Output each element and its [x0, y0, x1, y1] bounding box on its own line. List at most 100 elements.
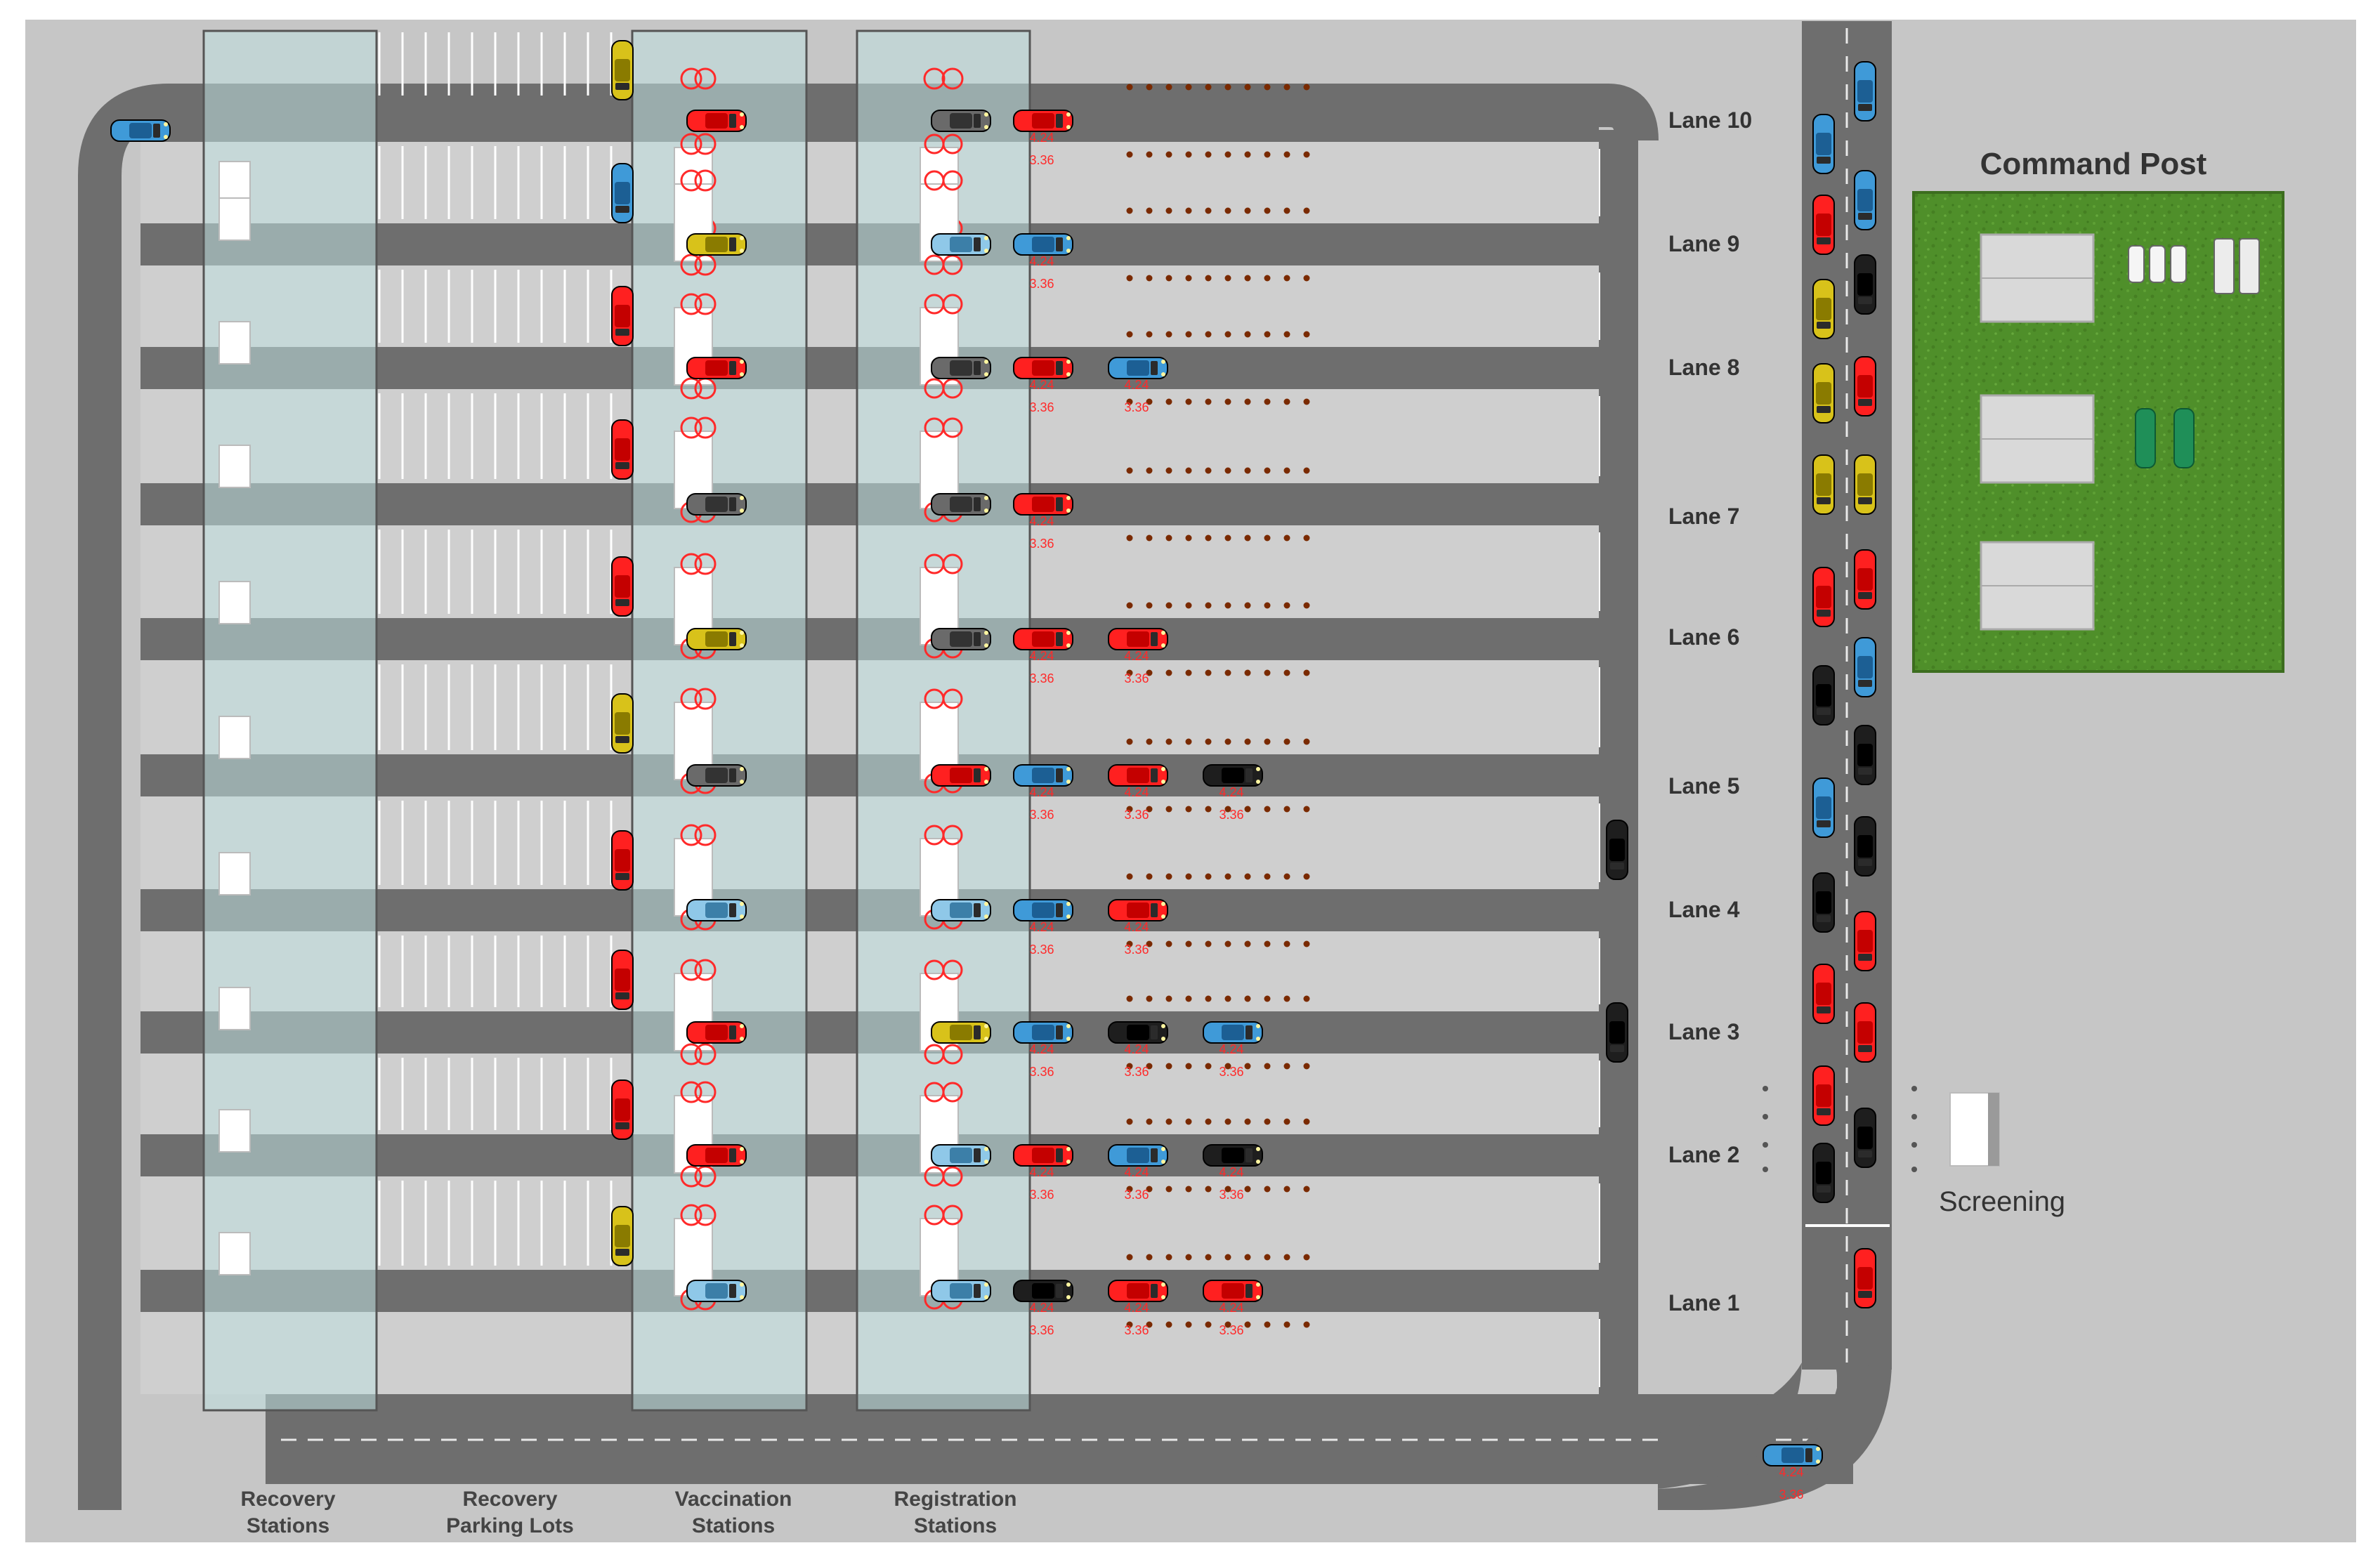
car: 4.24 3.36 — [1108, 764, 1168, 822]
station-zones — [202, 29, 1031, 1412]
car-tag-top: 4.24 — [1219, 1165, 1243, 1179]
zone-label: Registration — [894, 1488, 1016, 1511]
car: 4.24 3.36 — [1203, 1021, 1263, 1079]
car-tag-top: 4.24 — [1124, 1165, 1149, 1179]
car-tag-top: 4.24 — [1124, 785, 1149, 799]
screening-label: Screening — [1939, 1186, 2065, 1217]
car — [611, 830, 634, 891]
car: 4.243.36 — [1108, 899, 1168, 957]
car-tag-top: 4.24 — [1779, 1465, 1803, 1479]
car — [611, 950, 634, 1010]
car — [1812, 872, 1835, 933]
car — [1854, 1108, 1876, 1168]
zone-label: Recovery — [462, 1488, 557, 1511]
car: 4.243.36 — [1108, 628, 1168, 685]
car — [1854, 356, 1876, 416]
car — [611, 556, 634, 617]
car: 4.24 3.36 — [1108, 357, 1168, 414]
car — [1812, 1065, 1835, 1126]
car-tag-bottom: 3.36 — [1029, 537, 1054, 551]
car — [611, 419, 634, 480]
lane-label: Lane 2 — [1668, 1142, 1739, 1167]
car — [931, 1144, 991, 1167]
car: 4.24 3.36 — [1108, 1280, 1168, 1337]
car — [931, 1280, 991, 1302]
car-tag-top: 4.24 — [1124, 378, 1149, 392]
car — [1812, 454, 1835, 515]
car-tag-bottom: 3.36 — [1029, 1188, 1054, 1202]
car: 4.243.36 — [1013, 764, 1073, 822]
car — [1812, 279, 1835, 339]
car: 4.243.36 — [1108, 1021, 1168, 1079]
car — [1606, 820, 1628, 880]
screening-station — [1763, 1086, 2000, 1172]
car — [611, 693, 634, 754]
car — [686, 1144, 747, 1167]
car — [1812, 195, 1835, 255]
zone-label: Stations — [692, 1514, 775, 1537]
car-tag-bottom: 3.36 — [1219, 1065, 1243, 1079]
lane-label: Lane 10 — [1668, 107, 1752, 133]
zone-label: Stations — [914, 1514, 997, 1537]
car — [931, 764, 991, 787]
car-tag-top: 4.24 — [1124, 1301, 1149, 1315]
car-tag-top: 4.24 — [1029, 378, 1054, 392]
car — [686, 1280, 747, 1302]
car — [686, 764, 747, 787]
car: 4.243.36 — [1013, 628, 1073, 685]
car — [931, 1021, 991, 1044]
car-tag-top: 4.24 — [1029, 649, 1054, 663]
car — [1854, 725, 1876, 785]
car-tag-bottom: 3.36 — [1124, 1323, 1149, 1337]
car-tag-top: 4.24 — [1029, 1301, 1054, 1315]
car — [686, 110, 747, 132]
command-post-tents — [1980, 233, 2095, 631]
car — [1854, 1002, 1876, 1063]
car — [1854, 254, 1876, 315]
car: 4.24 3.36 — [1013, 233, 1073, 291]
car — [931, 899, 991, 921]
car-tag-top: 4.24 — [1029, 920, 1054, 934]
car-tag-top: 4.24 — [1029, 131, 1054, 145]
car — [1854, 549, 1876, 610]
car-tag-bottom: 3.36 — [1219, 808, 1243, 822]
car-tag-bottom: 3.36 — [1029, 943, 1054, 957]
car-tag-bottom: 3.36 — [1029, 1323, 1054, 1337]
car — [1854, 911, 1876, 971]
car — [931, 493, 991, 516]
car — [611, 286, 634, 346]
car-tag-bottom: 3.36 — [1124, 808, 1149, 822]
right-connector-road — [1599, 130, 1638, 1408]
car-tag-top: 4.24 — [1124, 1042, 1149, 1056]
car-tag-bottom: 3.36 — [1029, 277, 1054, 291]
car — [1854, 816, 1876, 877]
car-tag-top: 4.24 — [1219, 1042, 1243, 1056]
car-tag-top: 4.24 — [1029, 254, 1054, 268]
car — [686, 628, 747, 650]
lane-label: Lane 5 — [1668, 773, 1739, 799]
car-tag-top: 4.24 — [1029, 514, 1054, 528]
car-tag-bottom: 3.36 — [1779, 1488, 1803, 1502]
car — [1812, 777, 1835, 838]
zone-label: Vaccination — [675, 1488, 792, 1511]
lane-label: Lane 6 — [1668, 624, 1739, 650]
car-tag-bottom: 3.36 — [1124, 400, 1149, 414]
command-post-title: Command Post — [1980, 147, 2207, 181]
car — [1812, 567, 1835, 627]
car-tag-bottom: 3.36 — [1029, 400, 1054, 414]
car-tag-bottom: 3.36 — [1219, 1188, 1243, 1202]
lane-label: Lane 7 — [1668, 504, 1739, 529]
car-tag-bottom: 3.36 — [1124, 671, 1149, 685]
car — [931, 233, 991, 256]
station-zone — [631, 29, 808, 1412]
car-tag-top: 4.24 — [1219, 785, 1243, 799]
car-tag-top: 4.24 — [1029, 1042, 1054, 1056]
car — [1812, 363, 1835, 424]
car — [686, 357, 747, 379]
car: 4.243.36 — [1203, 1280, 1263, 1337]
lane-label: Lane 1 — [1668, 1290, 1739, 1315]
car-tag-bottom: 3.36 — [1029, 153, 1054, 167]
